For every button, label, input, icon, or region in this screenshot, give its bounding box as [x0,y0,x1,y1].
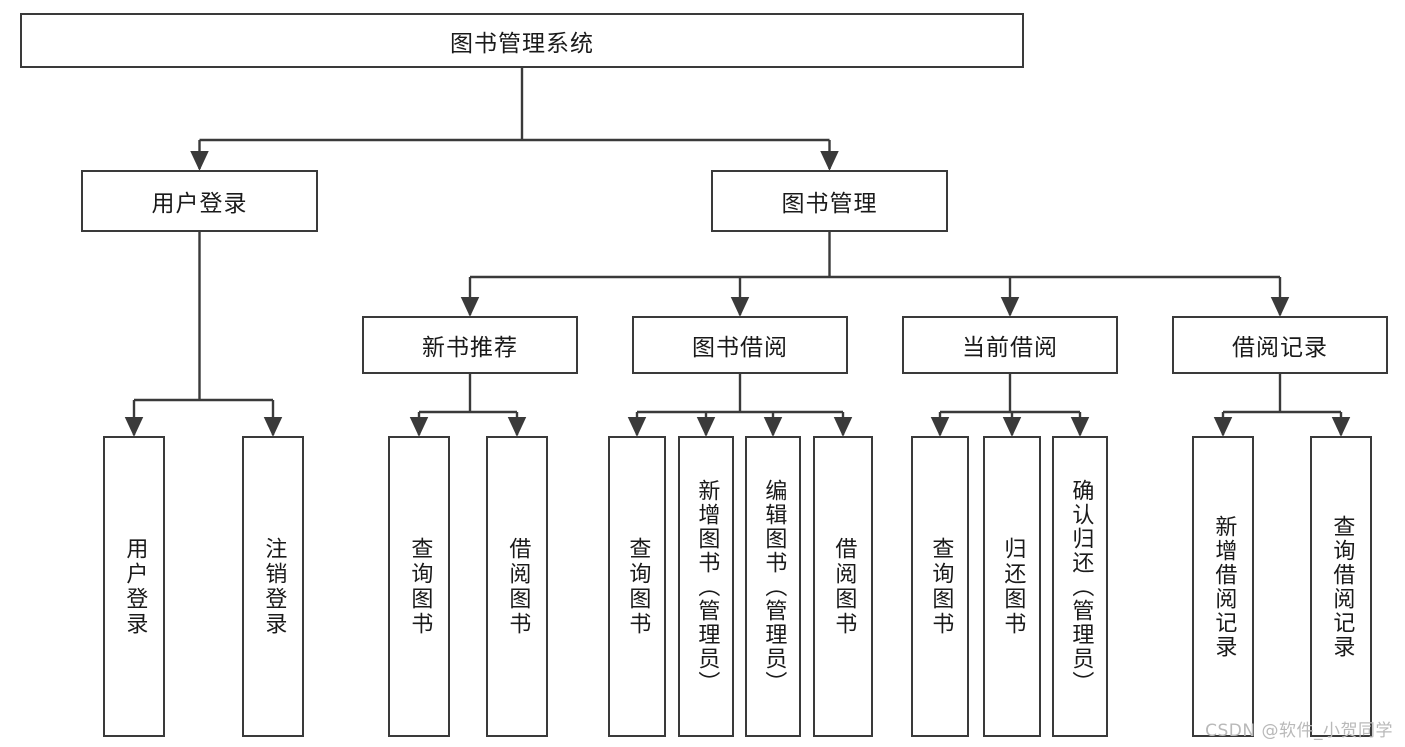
node-leaf-add-book[interactable]: 新增图书（管理员） [678,436,734,737]
node-leaf-borrow-book-rec-label: 借阅图书 [505,536,531,637]
node-leaf-borrow-book-rec[interactable]: 借阅图书 [486,436,548,737]
node-new-book-recommend[interactable]: 新书推荐 [362,316,578,374]
node-leaf-query-book-brw-label: 查询图书 [625,536,651,637]
node-leaf-user-logout-label: 注销登录 [261,536,287,637]
node-leaf-user-logout[interactable]: 注销登录 [242,436,304,737]
node-root[interactable]: 图书管理系统 [20,13,1024,68]
node-leaf-query-record[interactable]: 查询借阅记录 [1310,436,1372,737]
node-leaf-confirm-return-label: 确认归还（管理员） [1068,478,1094,695]
node-leaf-query-book-cur[interactable]: 查询图书 [911,436,969,737]
node-book-manage-label: 图书管理 [781,191,878,217]
node-user-login[interactable]: 用户登录 [81,170,318,232]
node-new-book-recommend-label: 新书推荐 [422,335,518,361]
node-leaf-confirm-return[interactable]: 确认归还（管理员） [1052,436,1108,737]
node-leaf-add-record-label: 新增借阅记录 [1211,514,1237,659]
edges [124,68,1351,437]
node-root-label: 图书管理系统 [450,30,594,57]
node-leaf-return-book-label: 归还图书 [1000,536,1026,637]
node-leaf-add-record[interactable]: 新增借阅记录 [1192,436,1254,737]
node-leaf-edit-book[interactable]: 编辑图书（管理员） [745,436,801,737]
node-book-borrow[interactable]: 图书借阅 [632,316,848,374]
node-leaf-return-book[interactable]: 归还图书 [983,436,1041,737]
node-leaf-query-book-rec[interactable]: 查询图书 [388,436,450,737]
node-leaf-query-book-rec-label: 查询图书 [407,536,433,637]
node-user-login-label: 用户登录 [151,191,248,217]
node-leaf-user-login-label: 用户登录 [122,536,148,637]
node-borrow-record[interactable]: 借阅记录 [1172,316,1388,374]
node-leaf-borrow-book-brw[interactable]: 借阅图书 [813,436,873,737]
node-book-borrow-label: 图书借阅 [692,335,788,361]
node-book-manage[interactable]: 图书管理 [711,170,948,232]
node-leaf-query-book-cur-label: 查询图书 [928,536,954,637]
node-current-borrow[interactable]: 当前借阅 [902,316,1118,374]
node-borrow-record-label: 借阅记录 [1232,335,1328,361]
node-leaf-query-book-brw[interactable]: 查询图书 [608,436,666,737]
node-leaf-add-book-label: 新增图书（管理员） [694,478,720,695]
node-leaf-edit-book-label: 编辑图书（管理员） [761,478,787,695]
node-current-borrow-label: 当前借阅 [962,335,1058,361]
node-leaf-user-login[interactable]: 用户登录 [103,436,165,737]
node-leaf-borrow-book-brw-label: 借阅图书 [831,536,857,637]
node-leaf-query-record-label: 查询借阅记录 [1329,514,1355,659]
